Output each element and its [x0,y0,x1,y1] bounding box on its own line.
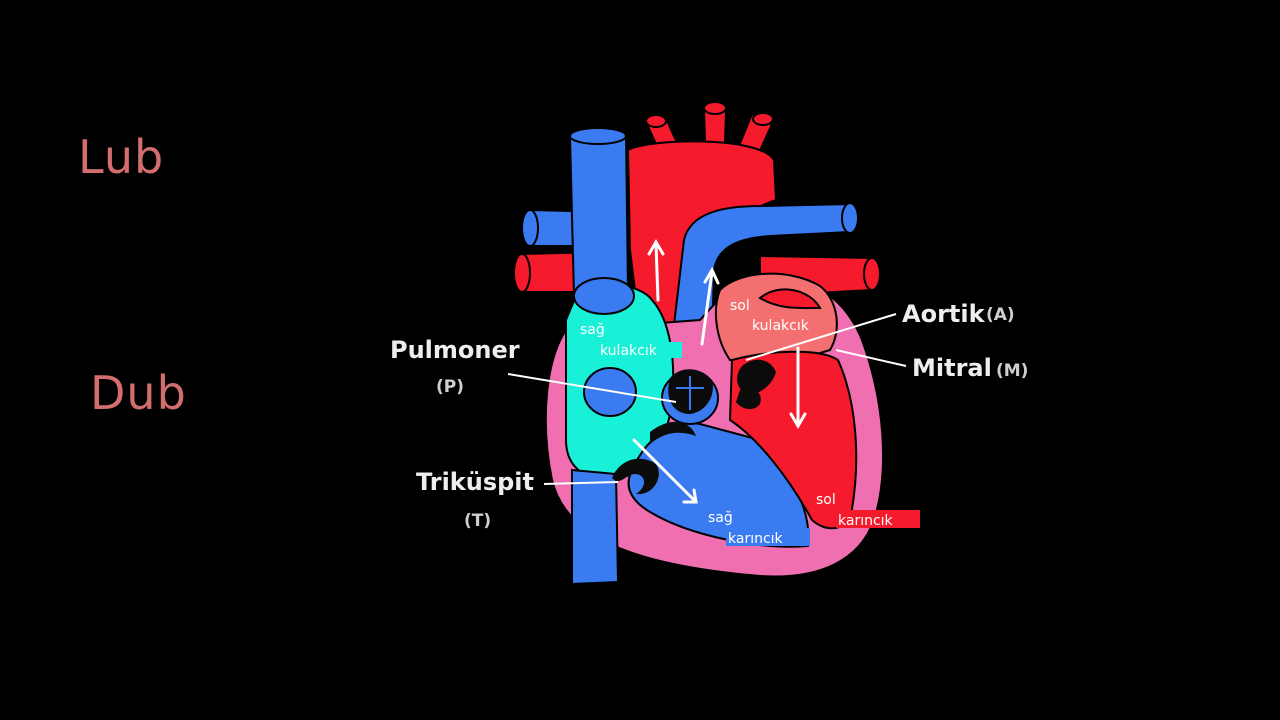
mitral-valve-abbr: (M) [996,361,1028,381]
mitral-valve [736,387,761,410]
tricuspid-valve [612,458,659,495]
pulmonary-valve-label: Pulmoner [390,336,520,364]
dub-sound-label: Dub [90,366,187,420]
right-ventricle-label-1: sağ [708,510,733,526]
superior-vena-cava [568,130,630,298]
left-atrium-label-2: kulakcık [752,318,810,334]
left-ventricle-label-2: karıncık [838,513,894,529]
aortic-valve-abbr: (A) [986,305,1015,325]
lub-sound-label: Lub [78,130,165,184]
right-atrium-label-1: sağ [580,322,605,338]
right-ventricle-label-2: karıncık [728,531,784,547]
mitral-valve-label: Mitral [912,354,992,382]
tricuspid-valve-abbr: (T) [464,511,491,531]
right-atrium-label-2: kulakcık [600,343,658,359]
flow-arrows [632,239,807,504]
inferior-vena-cava [571,468,620,586]
aortic-valve-label: Aortik [902,300,986,328]
pulmonary-valve-abbr: (P) [436,377,464,397]
leader-lines [507,313,907,485]
tricuspid-valve-label: Triküspit [416,468,534,496]
pulmonary-valve [668,369,713,414]
aortic-valve [737,359,776,395]
left-ventricle-label-1: sol [816,492,836,508]
left-atrium-label-1: sol [730,298,750,314]
